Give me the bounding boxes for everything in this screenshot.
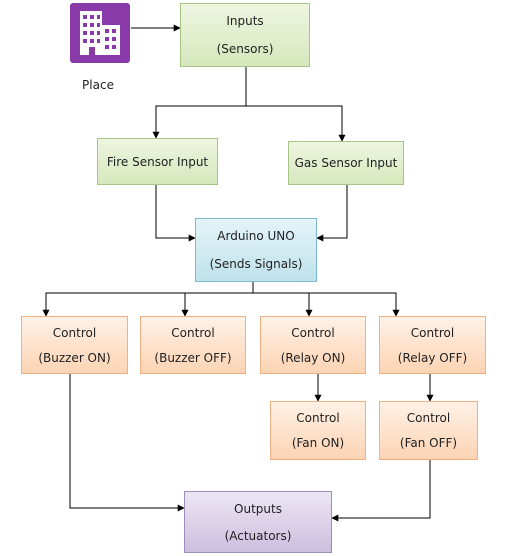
outputs-node: Outputs (Actuators) [184,491,332,553]
control-relay-off-node: Control (Relay OFF) [379,316,486,374]
control-buzzer-on-subtitle: (Buzzer ON) [38,350,111,365]
control-buzzer-off-node: Control (Buzzer OFF) [140,316,246,374]
gas-sensor-node: Gas Sensor Input [288,141,404,185]
outputs-subtitle: (Actuators) [224,528,292,543]
fire-sensor-node: Fire Sensor Input [97,138,218,185]
outputs-title: Outputs [234,501,282,516]
control-buzzer-off-subtitle: (Buzzer OFF) [154,350,232,365]
control-relay-off-subtitle: (Relay OFF) [397,350,468,365]
control-fan-on-subtitle: (Fan ON) [291,436,345,451]
arrow-buzzer-on-to-outputs [69,374,185,512]
building-icon [70,3,130,63]
control-fan-off-title: Control [406,410,451,425]
arrow-fan-off-to-outputs [331,460,431,522]
arduino-node: Arduino UNO (Sends Signals) [195,218,317,282]
control-fan-on-title: Control [296,410,340,425]
control-fan-on-node: Control (Fan ON) [270,401,366,460]
control-relay-on-node: Control (Relay ON) [260,316,366,374]
control-buzzer-on-node: Control (Buzzer ON) [21,316,128,374]
arduino-title: Arduino UNO [217,229,295,243]
arrow-gas-to-arduino [316,185,348,242]
control-buzzer-on-title: Control [52,325,97,340]
fire-sensor-label: Fire Sensor Input [106,154,209,169]
inputs-title: Inputs [226,14,264,28]
control-fan-off-node: Control (Fan OFF) [379,401,478,460]
arduino-subtitle: (Sends Signals) [209,257,303,271]
arrow-inputs-to-gas [246,105,346,142]
control-buzzer-off-title: Control [171,325,215,340]
control-relay-on-title: Control [291,325,335,340]
inputs-subtitle: (Sensors) [216,42,274,56]
arrow-fire-to-arduino [155,185,196,242]
gas-sensor-label: Gas Sensor Input [294,156,398,170]
arrow-inputs-to-fire [152,67,247,139]
control-relay-off-title: Control [410,325,455,340]
place-label: Place [82,78,114,92]
control-fan-off-subtitle: (Fan OFF) [399,436,458,451]
control-relay-on-subtitle: (Relay ON) [280,350,346,365]
arrow-arduino-to-controls [42,282,254,317]
inputs-node: Inputs (Sensors) [180,3,310,67]
arrow-to-relay-off [253,292,400,317]
